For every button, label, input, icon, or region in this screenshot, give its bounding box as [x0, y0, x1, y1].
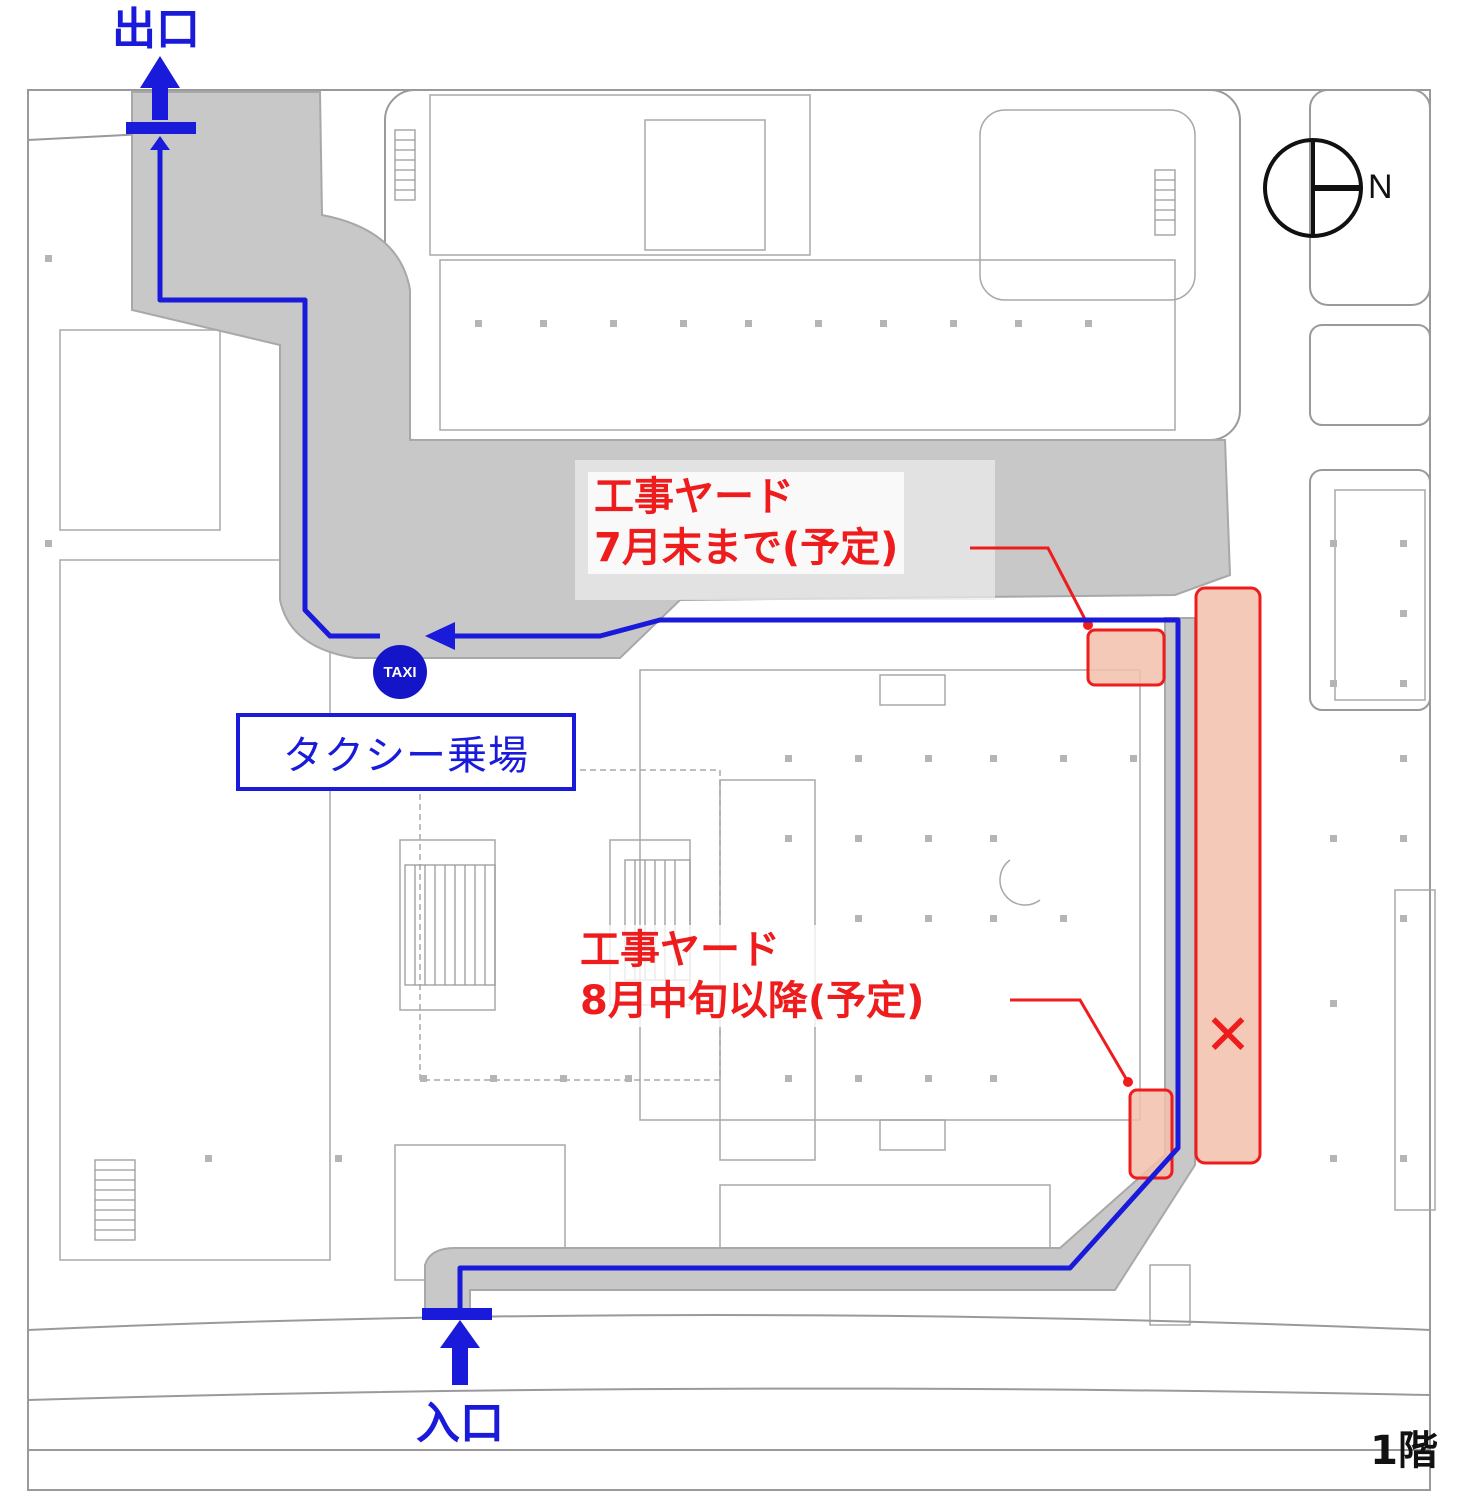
yard-south-title: 工事ヤード — [580, 927, 780, 973]
construction-yards — [1086, 586, 1262, 1180]
north-arrow-icon — [1263, 138, 1363, 238]
closed-x-icon: ✕ — [1204, 1003, 1252, 1068]
route-arrow-icon — [425, 622, 455, 650]
north-label: N — [1368, 168, 1393, 206]
column-grid — [45, 255, 1407, 1162]
taxi-icon: TAXI — [373, 645, 427, 699]
yard-callout-north: 工事ヤード 7月末まで(予定) — [588, 472, 905, 575]
leader-lines — [970, 546, 1130, 1083]
taxi-roadway — [131, 91, 1232, 1317]
yard-north-period: 7月末まで(予定) — [594, 525, 899, 572]
yard-callout-south: 工事ヤード 8月中旬以降(予定) — [574, 925, 931, 1028]
taxi-stand-box: タクシー乗場 — [236, 713, 576, 791]
entrance-label: 入口 — [416, 1398, 504, 1449]
yard-north-title: 工事ヤード — [594, 474, 794, 520]
yard-north — [1086, 628, 1166, 687]
taxi-stand-label: タクシー乗場 — [283, 733, 529, 779]
floor-label: 1階 — [1370, 1428, 1438, 1474]
exit-label: 出口 — [112, 4, 200, 55]
taxi-route — [157, 145, 1181, 1310]
exit-gate — [126, 56, 196, 150]
yard-south-period: 8月中旬以降(予定) — [580, 978, 925, 1025]
yard-closed-lane — [1194, 586, 1262, 1165]
entrance-gate — [422, 1308, 492, 1385]
